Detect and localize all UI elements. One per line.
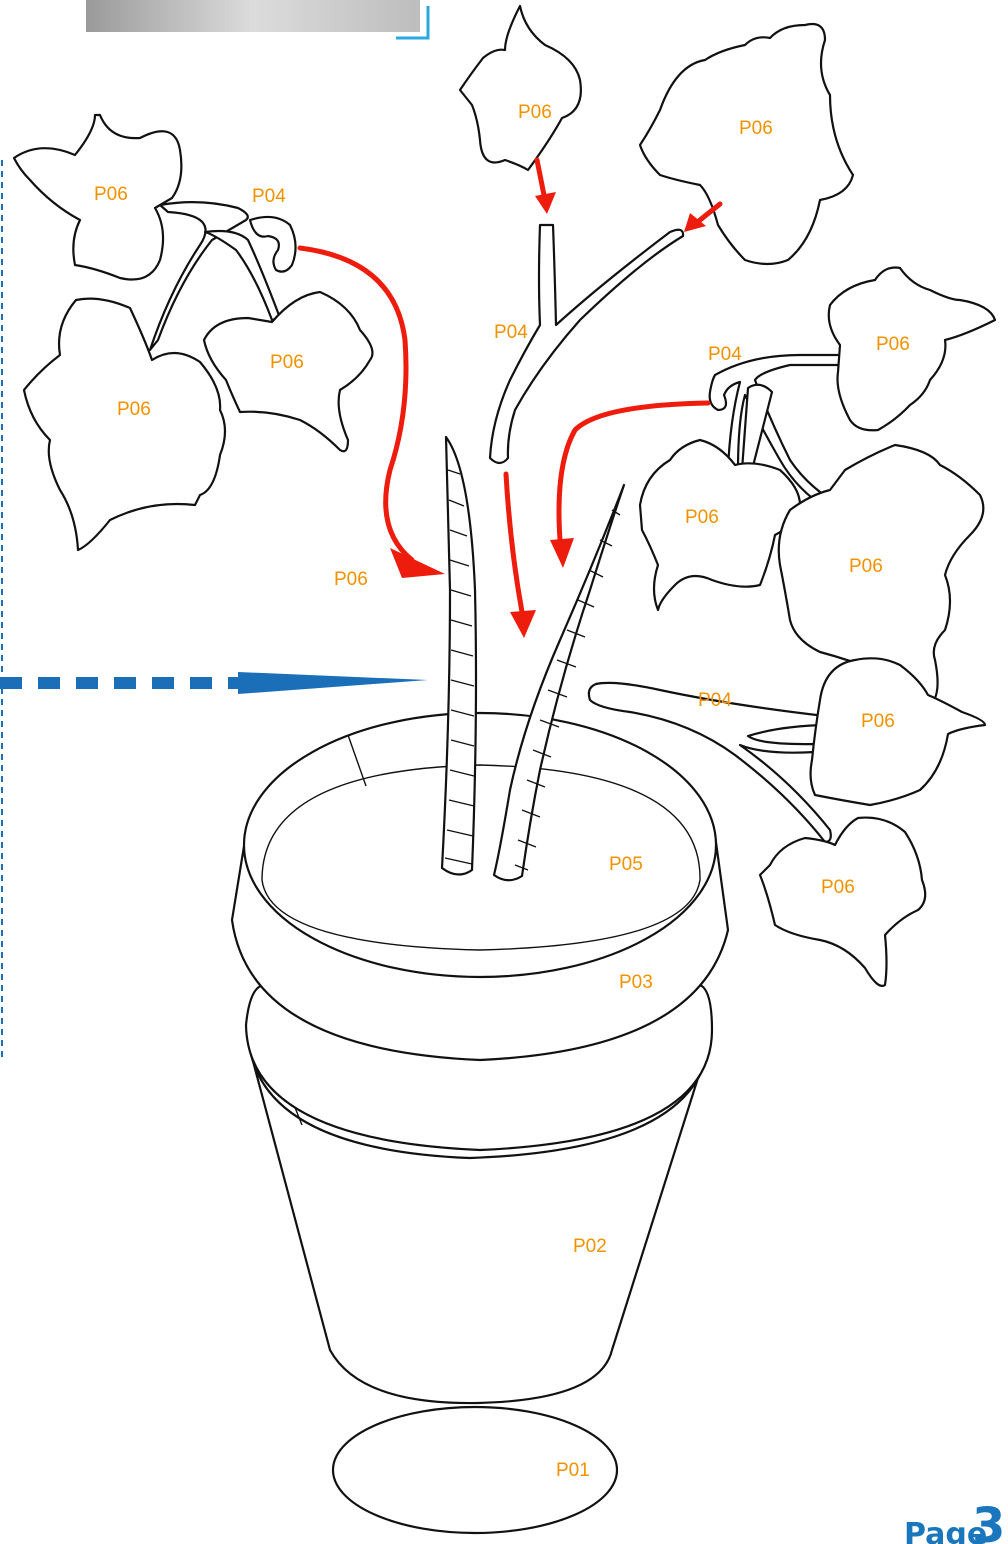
label-leaf-r-mid-left: P06 — [685, 507, 719, 528]
label-leaf-r-top: P06 — [876, 334, 910, 355]
leaf-lower-right-upper — [811, 658, 985, 805]
label-leaf-r-big: P06 — [849, 556, 883, 577]
pot-rim-p03 — [232, 713, 728, 1150]
label-pot-rim: P03 — [619, 972, 653, 993]
branch-top-center-p04 — [490, 225, 683, 463]
leaf-right-mid-left — [640, 440, 800, 610]
label-leaf-lr-lower: P06 — [821, 877, 855, 898]
label-leaf-tl-small: P06 — [270, 352, 304, 373]
label-branch-top-left: P04 — [252, 186, 286, 207]
label-leaf-tl-upper: P06 — [94, 184, 128, 205]
page-number-badge: Page 3 — [904, 1498, 1005, 1544]
leaf-top-left-big — [24, 299, 225, 550]
leaf-top-center-left — [460, 6, 581, 170]
previous-step-thumbnail — [86, 0, 428, 38]
page-number: 3 — [972, 1498, 1005, 1544]
label-base: P01 — [556, 1460, 590, 1481]
transition-arrow-icon — [0, 672, 428, 694]
label-leaf-lr-upper: P06 — [861, 711, 895, 732]
label-soil: P05 — [609, 854, 643, 875]
label-branch-right: P04 — [708, 344, 742, 365]
leaf-top-center-right — [640, 24, 853, 264]
leaf-lower-right-lower — [760, 818, 925, 986]
label-pot: P02 — [573, 1236, 607, 1257]
label-leaf-tc-right: P06 — [739, 118, 773, 139]
label-leaf-tc-left: P06 — [518, 102, 552, 123]
label-leaf-left-float: P06 — [334, 569, 368, 590]
stem-left — [442, 437, 476, 875]
label-branch-lower-right: P04 — [698, 690, 732, 711]
label-leaf-tl-big: P06 — [117, 399, 151, 420]
label-branch-top-center: P04 — [494, 322, 528, 343]
leaf-right-top — [829, 268, 995, 431]
